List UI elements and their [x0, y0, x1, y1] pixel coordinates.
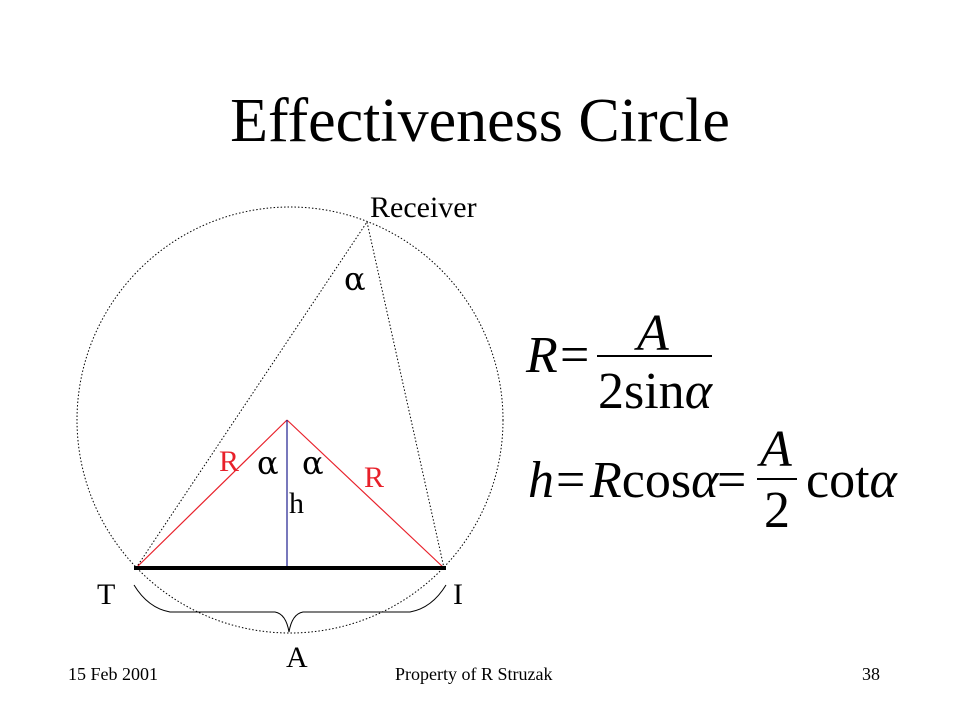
eq2-lhs: h — [528, 452, 554, 509]
arc-a-label: A — [286, 641, 308, 674]
eq2-fn2: cot — [806, 452, 870, 509]
eq1-equals: = — [560, 327, 590, 384]
eq1-den-coef: 2 — [598, 363, 624, 420]
alpha-top-label: α — [344, 260, 366, 298]
eq1-numerator: A — [637, 305, 669, 362]
chord-t-receiver — [135, 221, 368, 569]
eq1-den-var: α — [684, 363, 712, 420]
footer-date: 15 Feb 2001 — [68, 664, 158, 684]
eq2-angle2: α — [869, 452, 897, 509]
alpha-right-label: α — [302, 444, 324, 482]
alpha-left-label: α — [257, 444, 279, 482]
receiver-label: Receiver — [370, 191, 477, 224]
radius-left-label: R — [219, 445, 240, 478]
eq2-fraction-bar — [757, 478, 797, 480]
point-i-label: I — [453, 578, 463, 611]
effectiveness-circle — [76, 206, 504, 634]
eq2-numerator: A — [760, 421, 792, 478]
slide-title: Effectiveness Circle — [230, 87, 730, 155]
eq2-term1: Rcosα — [590, 455, 718, 507]
eq2-term1-var: R — [590, 452, 622, 509]
footer-owner: Property of R Struzak — [395, 664, 553, 684]
eq1-lhs: R — [526, 327, 558, 384]
eq2-equals2: = — [717, 452, 747, 509]
point-t-label: T — [97, 578, 116, 611]
eq2-denominator: 2 — [764, 482, 790, 539]
brace-a — [133, 584, 447, 633]
eq1-den-fn: sin — [624, 363, 685, 420]
height-label: h — [289, 487, 304, 520]
eq1-fraction-bar — [597, 355, 712, 357]
chord-receiver-i — [366, 221, 445, 569]
radius-right-label: R — [364, 461, 385, 494]
eq2-term1-angle: α — [691, 452, 719, 509]
radius-left-line — [135, 419, 288, 569]
radius-right-line — [286, 419, 445, 569]
eq2-term2: cotα — [806, 455, 897, 507]
eq1-denominator: 2sinα — [598, 366, 712, 418]
eq2-equals1: = — [556, 452, 586, 509]
eq2-term1-fn: cos — [621, 452, 692, 509]
footer-page-number: 38 — [862, 664, 880, 684]
